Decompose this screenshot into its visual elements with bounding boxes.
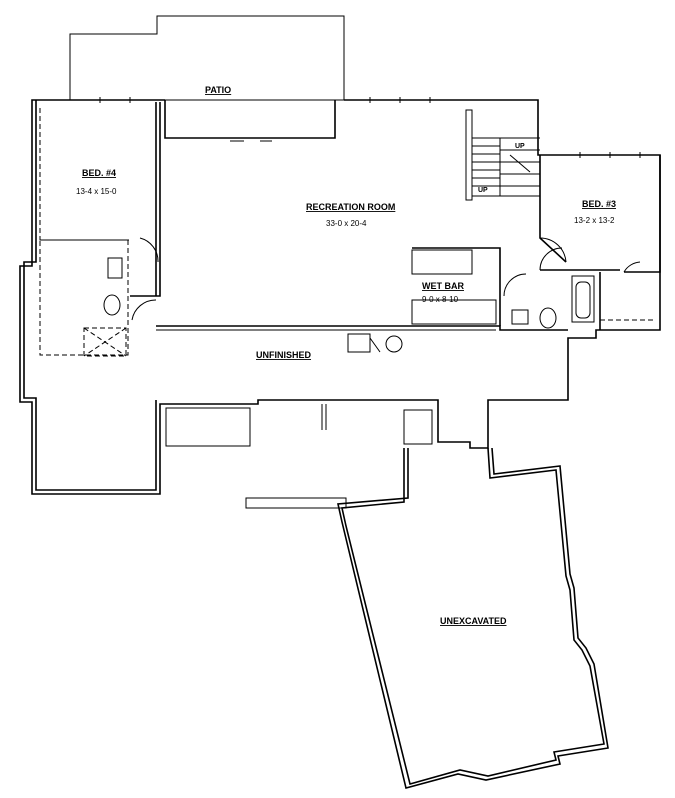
bed3-dims: 13-2 x 13-2 — [574, 216, 615, 225]
unexcavated-label: UNEXCAVATED — [440, 616, 507, 626]
exterior-walls — [19, 99, 661, 495]
unfinished-details — [165, 404, 433, 447]
bed4-room — [39, 102, 161, 357]
bed3-room — [539, 155, 661, 330]
recreation-walls — [156, 325, 568, 353]
bed3-label: BED. #3 — [582, 199, 616, 209]
patio-label: PATIO — [205, 85, 231, 95]
bed4-label: BED. #4 — [82, 168, 116, 178]
wetbar-dims: 9-0 x 8-10 — [422, 295, 459, 304]
unfinished-label: UNFINISHED — [256, 350, 312, 360]
recreation-label: RECREATION ROOM — [306, 202, 395, 212]
window-marks — [99, 97, 641, 158]
recreation-dims: 33-0 x 20-4 — [326, 219, 367, 228]
unexcavated-area — [245, 447, 609, 789]
bed4-dims: 13-4 x 15-0 — [76, 187, 117, 196]
stairs: UP UP — [465, 109, 540, 201]
wetbar-label: WET BAR — [422, 281, 464, 291]
stair-up-label-2: UP — [478, 187, 488, 194]
stair-up-label-1: UP — [515, 143, 525, 150]
wetbar-room — [411, 247, 563, 329]
